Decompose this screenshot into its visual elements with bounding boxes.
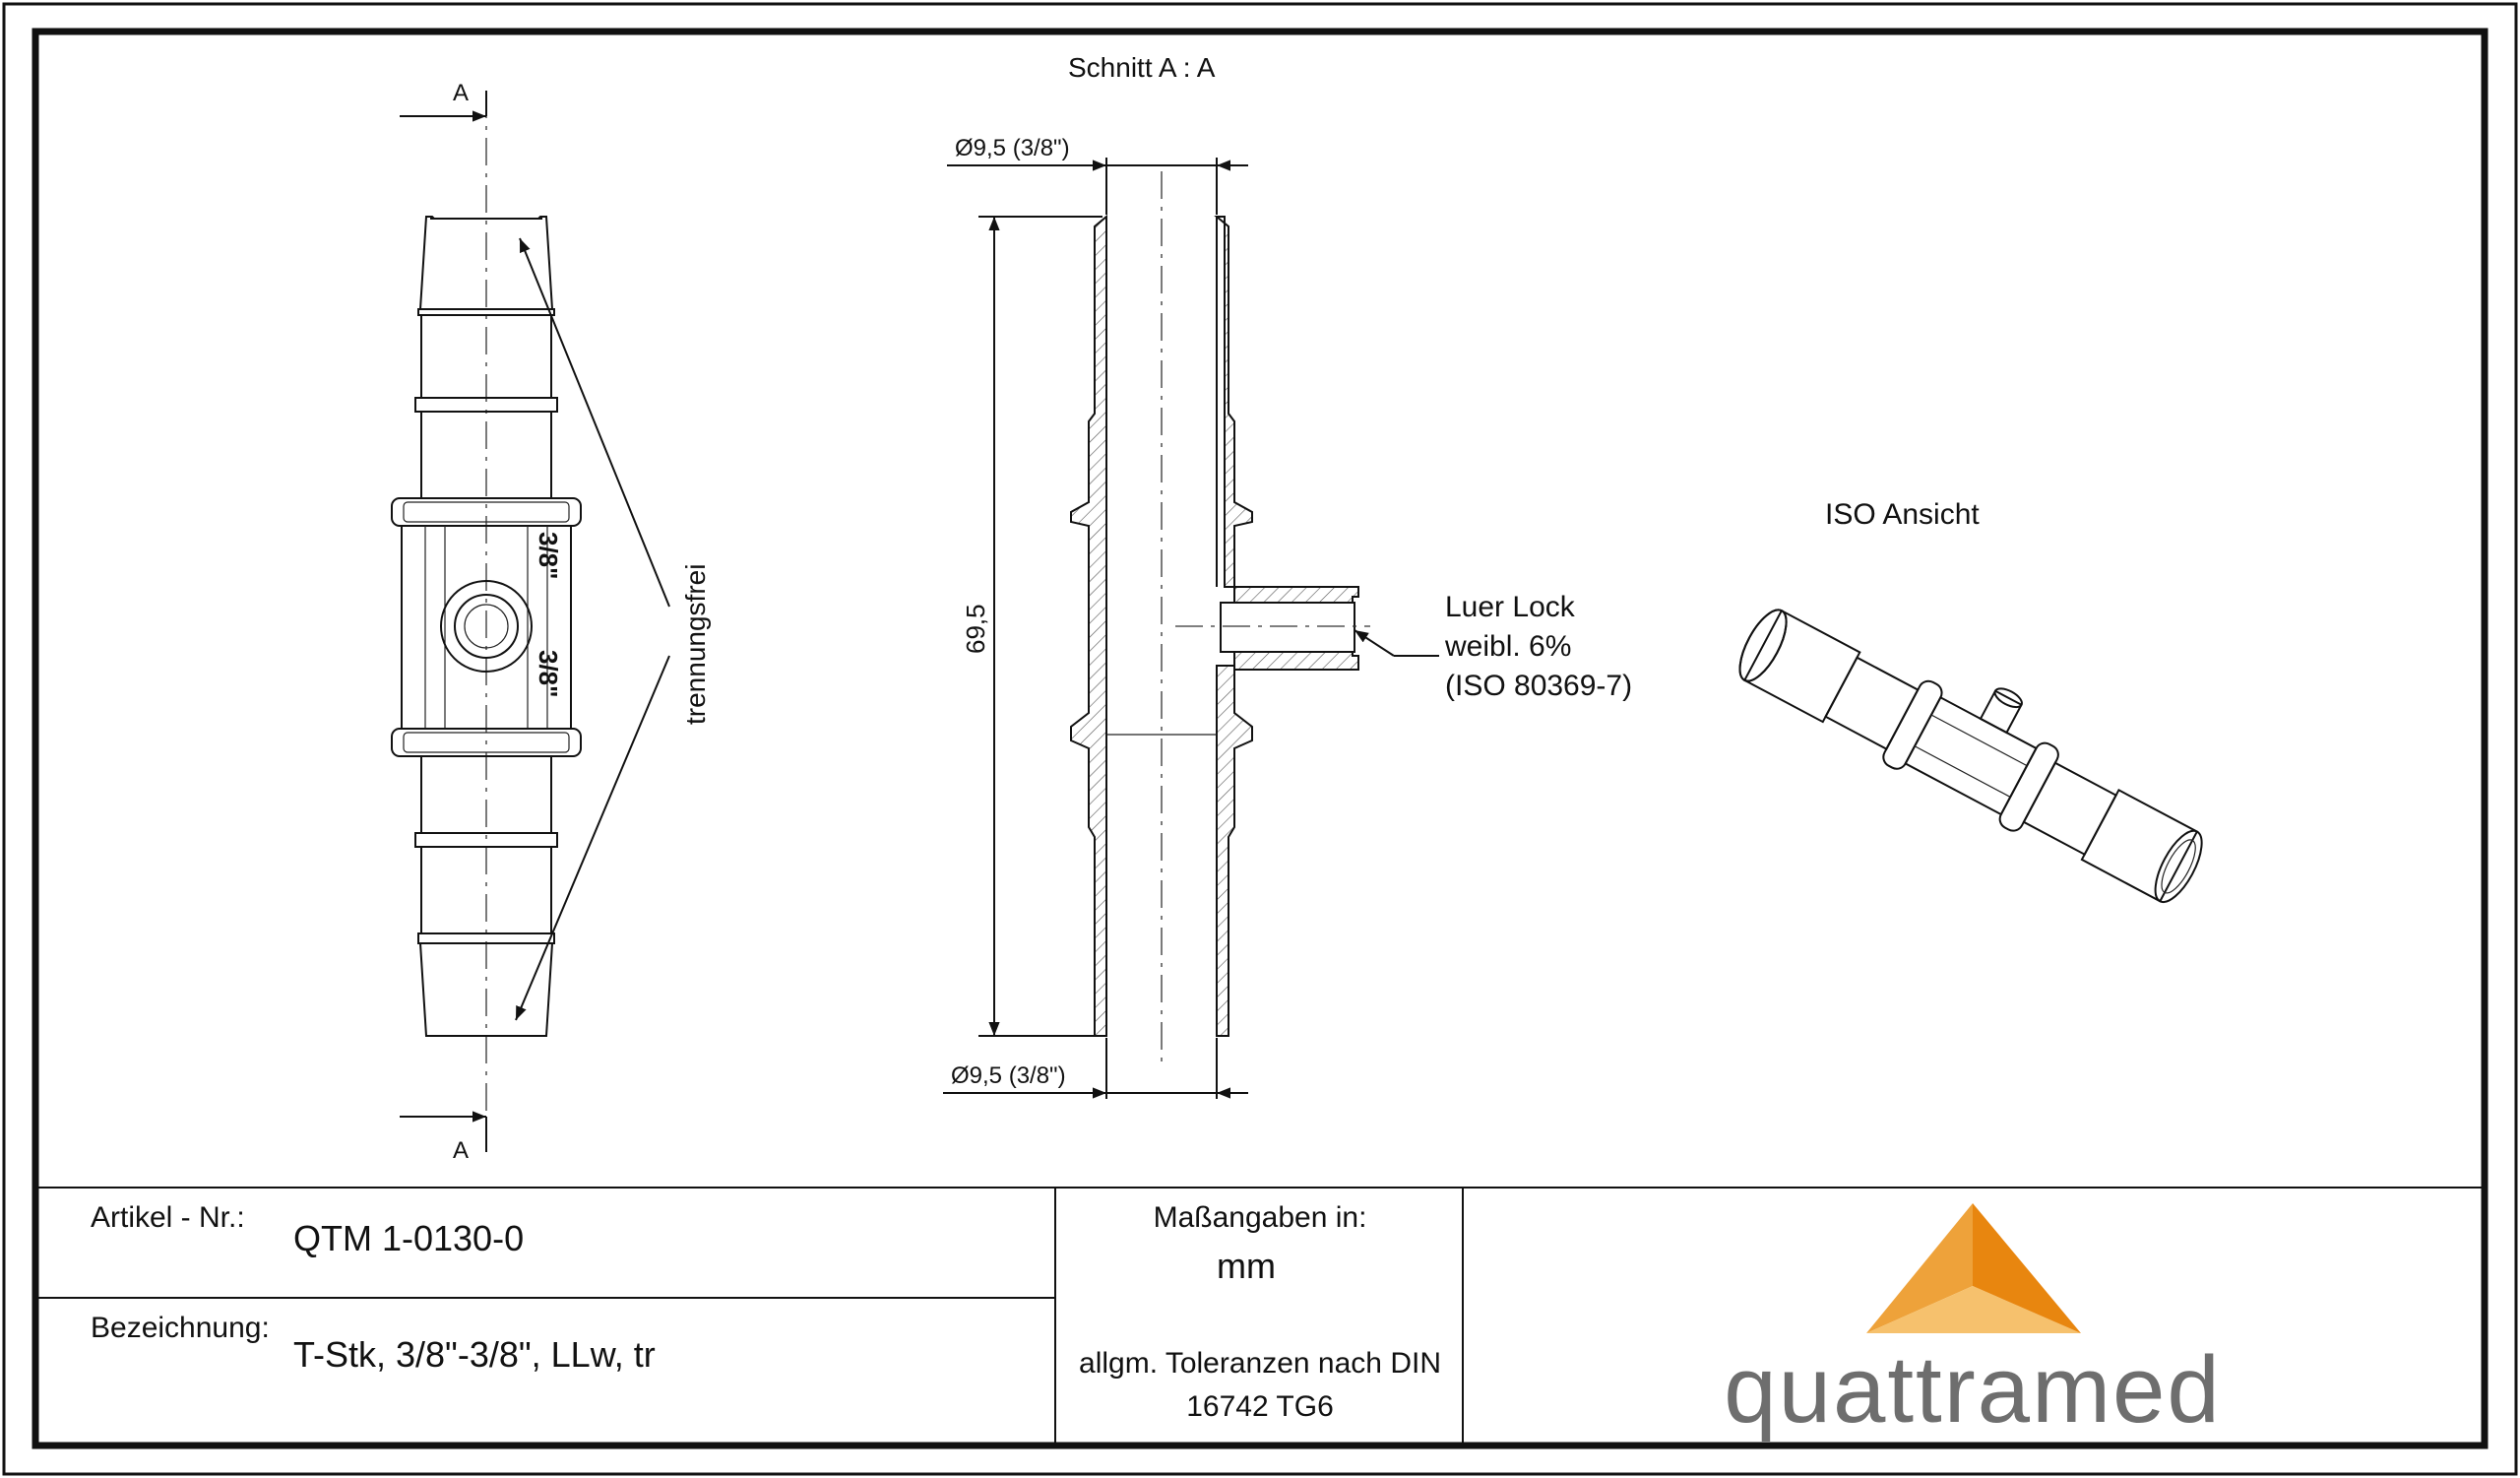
artikel-value: QTM 1-0130-0 bbox=[293, 1218, 524, 1258]
luer-port-outer bbox=[440, 580, 533, 673]
units-label: Maßangaben in: bbox=[1154, 1201, 1367, 1234]
tolerance-line-1: allgm. Toleranzen nach DIN bbox=[1079, 1347, 1441, 1380]
bezeichnung-label: Bezeichnung: bbox=[91, 1312, 270, 1344]
drawing-frame bbox=[32, 28, 2488, 1449]
marking-text-upper: 3/8" bbox=[534, 532, 563, 579]
section-title: Schnitt A : A bbox=[1068, 52, 1216, 83]
units-value: mm bbox=[1217, 1246, 1276, 1286]
dim-bottom-label: Ø9,5 (3/8") bbox=[951, 1062, 1066, 1089]
bezeichnung-value: T-Stk, 3/8"-3/8", LLw, tr bbox=[293, 1334, 656, 1375]
dim-top-label: Ø9,5 (3/8") bbox=[955, 135, 1070, 161]
marking-text-lower: 3/8" bbox=[534, 650, 563, 697]
logo-wordmark: quattramed bbox=[1724, 1337, 2222, 1443]
logo-triangle-right bbox=[1973, 1203, 2081, 1333]
quattramed-logo: quattramed bbox=[1724, 1203, 2222, 1443]
artikel-label: Artikel - Nr.: bbox=[91, 1201, 245, 1234]
iso-view: ISO Ansicht bbox=[1738, 498, 2203, 904]
tolerance-line-2: 16742 TG6 bbox=[1186, 1390, 1334, 1423]
luer-line-1: Luer Lock bbox=[1445, 591, 1576, 623]
logo-triangle-left bbox=[1866, 1203, 1973, 1333]
iso-title: ISO Ansicht bbox=[1825, 498, 1980, 531]
logo-triangle-bottom bbox=[1866, 1286, 2081, 1333]
front-view: 3/8" 3/8" A A trennungsfrei bbox=[391, 80, 711, 1164]
title-block: Artikel - Nr.: QTM 1-0130-0 Bezeichnung:… bbox=[35, 1187, 2485, 1444]
luer-line-3: (ISO 80369-7) bbox=[1445, 670, 1632, 702]
section-view: Schnitt A : A Ø9,5 (3/8") Ø9,5 (3/8") bbox=[943, 52, 1632, 1099]
dim-length-label: 69,5 bbox=[961, 604, 990, 654]
cut-label-bottom: A bbox=[453, 1137, 469, 1164]
cut-label-top: A bbox=[453, 80, 469, 106]
luer-line-2: weibl. 6% bbox=[1444, 630, 1571, 663]
trennungsfrei-label: trennungsfrei bbox=[680, 564, 711, 725]
